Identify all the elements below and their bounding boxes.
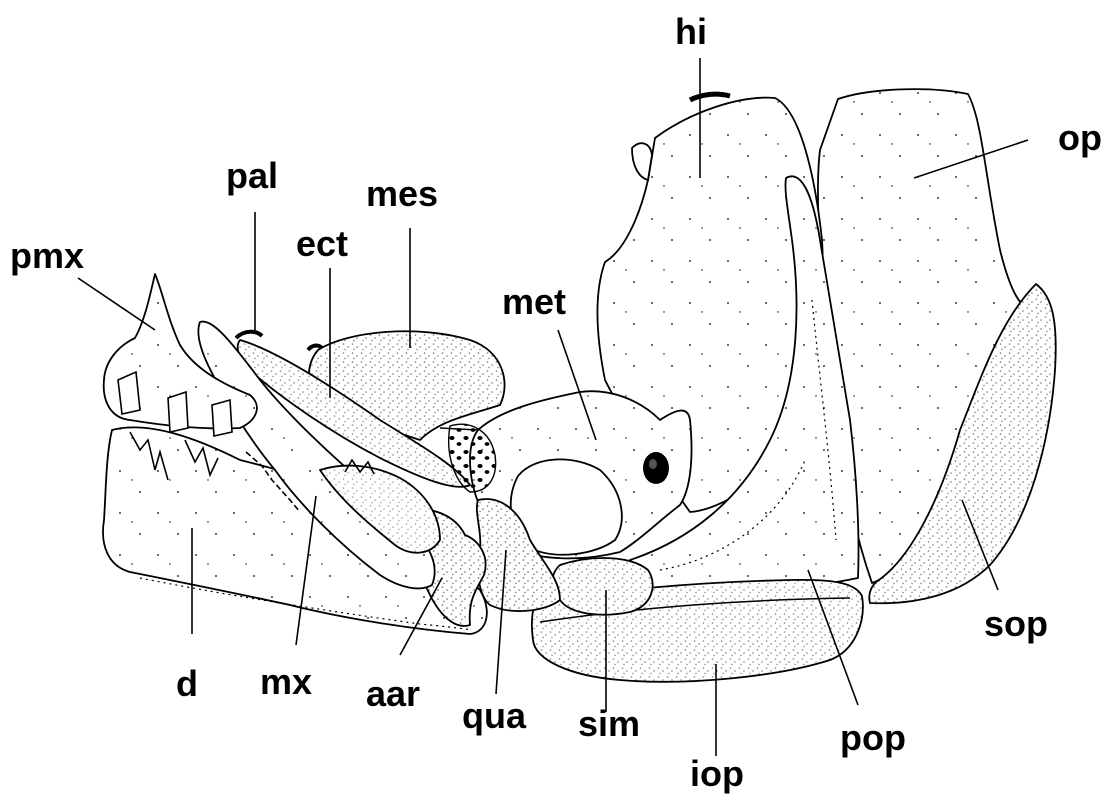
label-op: op — [1058, 120, 1102, 156]
label-sim: sim — [578, 706, 640, 742]
label-sop: sop — [984, 606, 1048, 642]
label-iop: iop — [690, 756, 744, 792]
symplectic-bone — [553, 558, 653, 615]
label-aar: aar — [366, 676, 420, 712]
label-ect: ect — [296, 226, 348, 262]
label-pmx: pmx — [10, 238, 84, 274]
label-mx: mx — [260, 664, 312, 700]
label-met: met — [502, 284, 566, 320]
label-hi: hi — [675, 14, 707, 50]
label-qua: qua — [462, 698, 526, 734]
label-pal: pal — [226, 158, 278, 194]
label-mes: mes — [366, 176, 438, 212]
label-pop: pop — [840, 720, 906, 756]
label-d: d — [176, 666, 198, 702]
